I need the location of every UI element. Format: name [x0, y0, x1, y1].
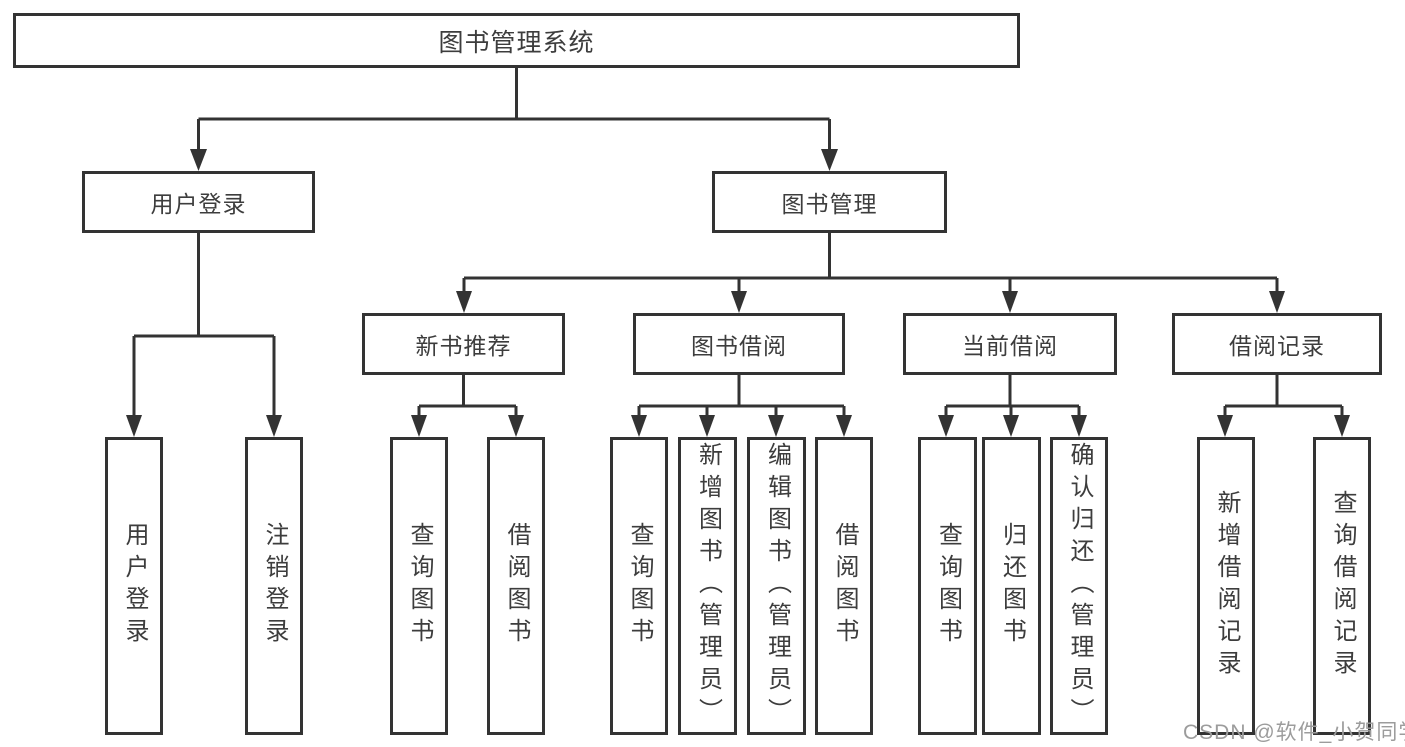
arrowhead-leaf-confirm-return: [1071, 415, 1087, 437]
leaf-return-book-label: 归还图书: [998, 522, 1026, 650]
leaf-add-book-admin: 新增图书（管理员）: [678, 437, 737, 735]
connector-current-borrow-children: [944, 375, 1081, 416]
arrowhead-user-login-group: [190, 149, 207, 171]
arrowhead-leaf-logout: [266, 415, 282, 437]
node-book-mgmt-group: 图书管理: [712, 171, 947, 233]
leaf-query-book-1: 查询图书: [390, 437, 448, 735]
leaf-user-login-label: 用户登录: [121, 522, 148, 650]
leaf-query-borrow-record-label: 查询借阅记录: [1329, 490, 1356, 682]
leaf-query-book-3: 查询图书: [918, 437, 977, 735]
leaf-borrow-book-1: 借阅图书: [487, 437, 545, 735]
arrowhead-leaf-query-book-3: [938, 415, 954, 437]
node-new-book-rec-label: 新书推荐: [415, 333, 512, 359]
arrowhead-current-borrow: [1002, 291, 1018, 313]
arrowhead-leaf-user-login: [126, 415, 142, 437]
node-root-label: 图书管理系统: [438, 28, 595, 57]
node-book-mgmt-group-label: 图书管理: [781, 191, 878, 217]
leaf-add-borrow-record-label: 新增借阅记录: [1213, 490, 1240, 682]
leaf-query-book-2: 查询图书: [610, 437, 668, 735]
node-user-login-group: 用户登录: [82, 171, 315, 233]
node-book-borrow-label: 图书借阅: [691, 333, 787, 359]
node-current-borrow: 当前借阅: [903, 313, 1117, 375]
leaf-add-book-admin-label: 新增图书（管理员）: [694, 442, 722, 730]
arrowhead-leaf-edit-book: [768, 415, 784, 437]
leaf-edit-book-admin: 编辑图书（管理员）: [747, 437, 806, 735]
node-user-login-group-label: 用户登录: [150, 191, 247, 217]
connector-book-mgmt-children: [462, 233, 1279, 292]
node-current-borrow-label: 当前借阅: [962, 333, 1058, 359]
leaf-confirm-return-admin: 确认归还（管理员）: [1050, 437, 1108, 735]
node-new-book-rec: 新书推荐: [362, 313, 565, 375]
node-borrow-records-label: 借阅记录: [1229, 333, 1325, 359]
leaf-borrow-book-2-label: 借阅图书: [831, 522, 858, 650]
arrowhead-leaf-add-book: [699, 415, 715, 437]
arrowhead-leaf-query-record: [1334, 415, 1350, 437]
leaf-logout-label: 注销登录: [261, 522, 288, 650]
leaf-add-borrow-record: 新增借阅记录: [1197, 437, 1255, 735]
arrowhead-leaf-add-record: [1217, 415, 1233, 437]
leaf-query-book-1-label: 查询图书: [406, 522, 433, 650]
connector-root-to-level2: [197, 68, 831, 150]
leaf-logout: 注销登录: [245, 437, 303, 735]
node-root-library-system: 图书管理系统: [13, 13, 1020, 68]
connector-book-borrow-children: [637, 375, 846, 416]
arrowhead-leaf-query-book-1: [411, 415, 427, 437]
leaf-query-book-3-label: 查询图书: [934, 522, 962, 650]
leaf-query-borrow-record: 查询借阅记录: [1313, 437, 1371, 735]
leaf-query-book-2-label: 查询图书: [626, 522, 653, 650]
leaf-borrow-book-2: 借阅图书: [815, 437, 873, 735]
connector-user-login-children: [132, 233, 276, 416]
arrowhead-book-mgmt-group: [821, 149, 838, 171]
node-borrow-records: 借阅记录: [1172, 313, 1382, 375]
leaf-confirm-return-admin-label: 确认归还（管理员）: [1066, 442, 1093, 730]
leaf-user-login: 用户登录: [105, 437, 163, 735]
connector-borrow-records-children: [1223, 375, 1344, 416]
arrowhead-leaf-borrow-book-1: [508, 415, 524, 437]
arrowhead-leaf-borrow-book-2: [836, 415, 852, 437]
connector-new-book-rec-children: [417, 375, 518, 416]
leaf-return-book: 归还图书: [982, 437, 1041, 735]
arrowhead-borrow-records: [1269, 291, 1285, 313]
leaf-borrow-book-1-label: 借阅图书: [503, 522, 530, 650]
arrowhead-book-borrow: [731, 291, 747, 313]
arrowhead-leaf-return-book: [1003, 415, 1019, 437]
csdn-watermark: CSDN @软件_小贺同学: [1183, 721, 1405, 744]
arrowhead-new-book-rec: [456, 291, 472, 313]
arrowhead-leaf-query-book-2: [631, 415, 647, 437]
node-book-borrow: 图书借阅: [633, 313, 845, 375]
leaf-edit-book-admin-label: 编辑图书（管理员）: [763, 442, 791, 730]
